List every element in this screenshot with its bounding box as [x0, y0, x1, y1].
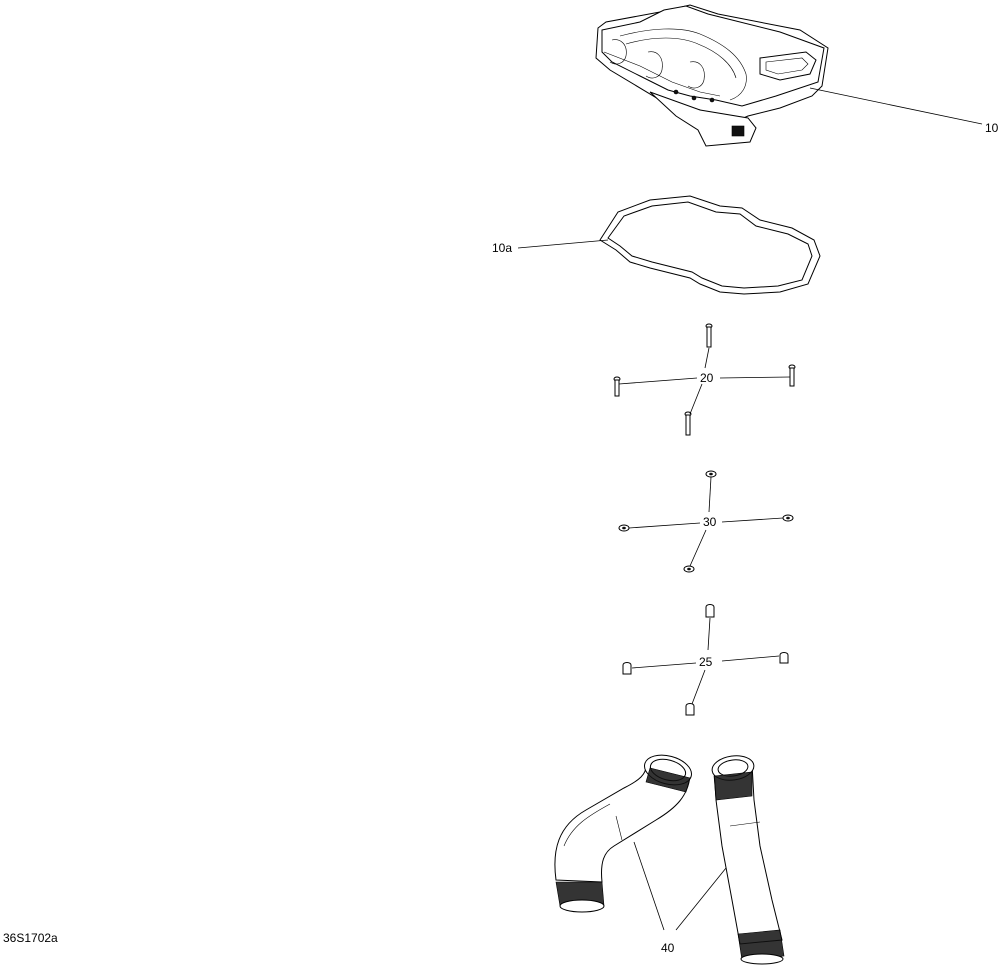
leaders-40	[633, 841, 727, 931]
grommet	[622, 662, 632, 675]
grommet	[705, 604, 715, 618]
hose-right	[711, 755, 785, 965]
washer	[618, 524, 630, 532]
callout-10: 10	[985, 121, 999, 135]
callout-25: 25	[699, 655, 713, 669]
part-40-hoses	[554, 754, 785, 965]
part-10a-gasket	[599, 195, 821, 295]
screw	[613, 376, 621, 397]
leaders-25	[631, 617, 780, 705]
leader-10	[809, 87, 983, 125]
part-20-screws	[613, 323, 796, 436]
callout-40: 40	[661, 941, 675, 955]
screw	[684, 411, 692, 436]
callout-30: 30	[703, 515, 717, 529]
washer	[683, 565, 695, 573]
callout-20: 20	[700, 371, 714, 385]
part-10-cover	[595, 4, 829, 147]
leaders-20	[618, 347, 791, 415]
grommet	[779, 652, 789, 664]
screw	[705, 323, 713, 348]
washer	[782, 514, 794, 522]
hose-left	[554, 754, 692, 913]
drawing-id: 36S1702a	[3, 931, 58, 945]
part-30-washers	[618, 470, 794, 573]
washer	[705, 470, 717, 478]
part-25-grommets	[622, 604, 789, 716]
leader-10a	[517, 239, 609, 249]
grommet	[685, 703, 695, 716]
callout-10a: 10a	[492, 241, 512, 255]
leaders-30	[628, 476, 784, 567]
screw	[788, 364, 796, 387]
